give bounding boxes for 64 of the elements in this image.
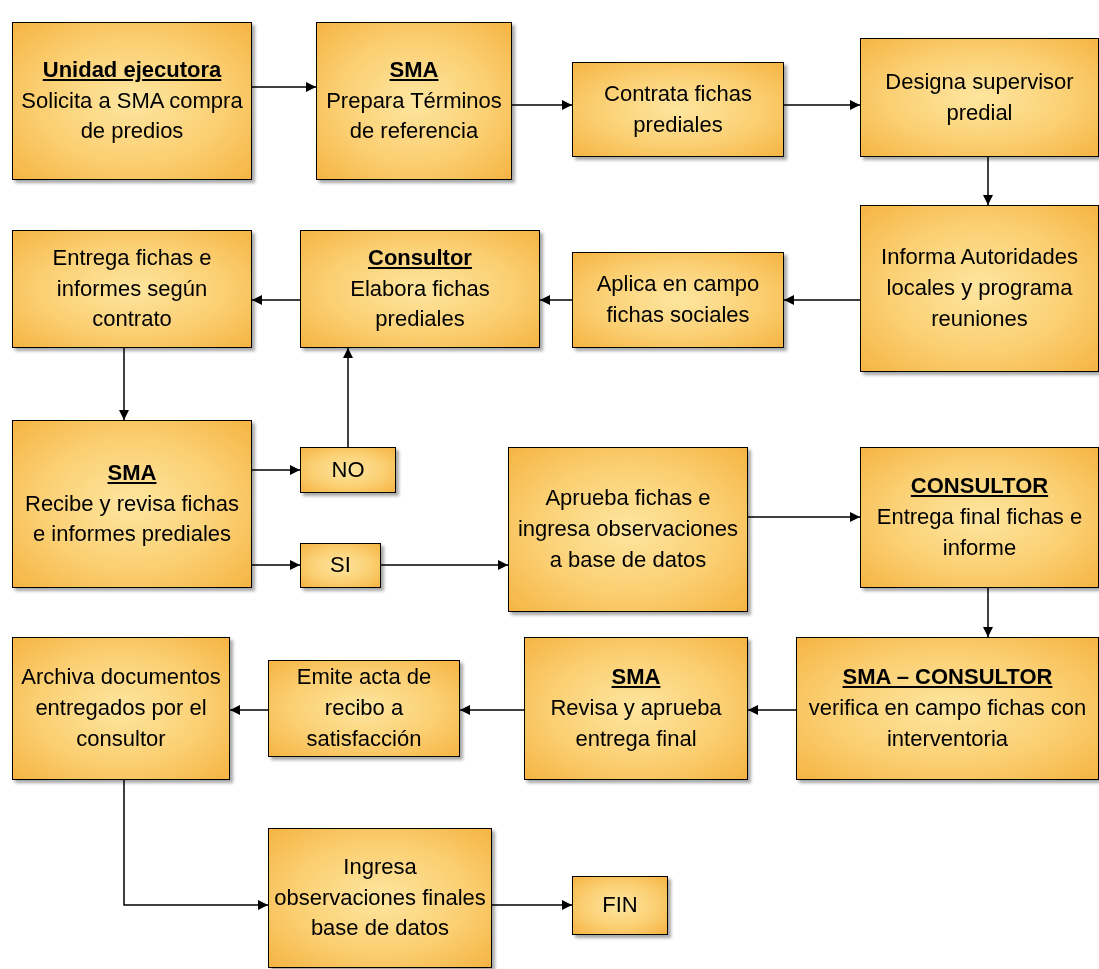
box-text: FIN: [602, 891, 638, 920]
box-heading: SMA – CONSULTOR: [842, 663, 1053, 692]
process-box: [316, 22, 512, 180]
box-text: Contrata fichas prediales: [603, 79, 753, 139]
box-heading: SMA: [389, 55, 439, 84]
arrow: [491, 900, 573, 910]
arrow: [251, 82, 317, 92]
box-text: Revisa y aprueba entrega final: [549, 694, 723, 753]
process-box: [12, 637, 230, 780]
arrow: [783, 295, 861, 305]
box-heading: Unidad ejecutora: [42, 55, 222, 84]
process-box: [268, 828, 492, 968]
process-box: [268, 660, 460, 757]
arrow: [123, 779, 269, 910]
process-box: [860, 205, 1099, 372]
process-box: [860, 447, 1099, 588]
box-text: Emite acta de recibo a satisfacción: [295, 663, 433, 753]
arrow: [539, 295, 573, 305]
arrow: [251, 560, 301, 570]
process-box: [860, 38, 1099, 157]
arrow: [251, 465, 301, 475]
arrow: [747, 705, 797, 715]
arrow: [983, 587, 993, 638]
box-text: Designa supervisor predial: [884, 67, 1075, 127]
box-text: Prepara Términos de referencia: [325, 86, 503, 146]
box-text: Entrega fichas e informes según contrato: [51, 243, 213, 334]
box-text: Solicita a SMA compra de predios: [20, 86, 244, 146]
box-heading: SMA: [611, 663, 661, 692]
process-box: [300, 543, 381, 588]
process-box: [12, 230, 252, 348]
box-heading: SMA: [107, 458, 157, 487]
process-box: [12, 22, 252, 180]
process-box: [796, 637, 1099, 780]
process-box: [508, 447, 748, 612]
process-box: [300, 230, 540, 348]
box-text: NO: [331, 455, 365, 484]
box-text: Informa Autoridades locales y programa reuniones: [880, 243, 1079, 333]
box-text: SI: [330, 551, 351, 580]
arrow: [511, 100, 573, 110]
box-heading: CONSULTOR: [910, 472, 1049, 501]
process-box: [524, 637, 748, 780]
box-text: Aprueba fichas e ingresa observaciones a base de datos: [516, 484, 740, 574]
box-text: Elabora fichas prediales: [349, 274, 491, 334]
arrow: [983, 156, 993, 206]
arrow: [747, 512, 861, 522]
process-box: [300, 447, 396, 493]
box-text: verifica en campo fichas con interventoria: [807, 694, 1088, 753]
arrow: [343, 347, 353, 448]
arrow: [119, 347, 129, 421]
process-box: [572, 62, 784, 157]
process-box: [572, 876, 668, 935]
process-box: [12, 420, 252, 588]
arrow: [380, 560, 509, 570]
process-box: [572, 252, 784, 348]
arrow: [783, 100, 861, 110]
box-text: Recibe y revisa fichas e informes prediales: [24, 489, 240, 549]
box-text: Archiva documentos entregados por el consultor: [20, 663, 222, 753]
arrow: [229, 705, 269, 715]
box-text: Entrega final fichas e informe: [875, 503, 1084, 562]
arrow: [251, 295, 301, 305]
arrow: [459, 705, 525, 715]
box-text: Ingresa observaciones finales base de datos: [273, 852, 487, 943]
box-heading: Consultor: [368, 243, 472, 272]
box-text: Aplica en campo fichas sociales: [595, 270, 761, 329]
